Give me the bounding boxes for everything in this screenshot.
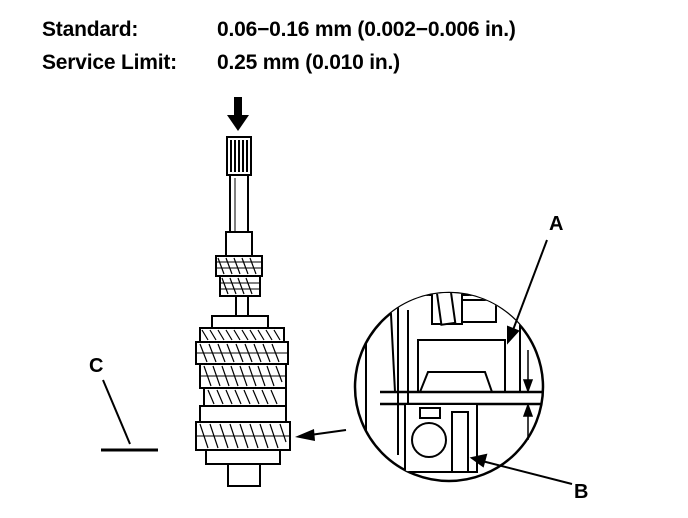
gear-teeth-hatching bbox=[199, 257, 287, 449]
leader-b bbox=[469, 453, 573, 485]
clearance-dimension bbox=[522, 350, 534, 440]
leader-a bbox=[507, 239, 548, 345]
detail-pointer-arrow bbox=[295, 429, 347, 441]
force-arrow bbox=[227, 97, 249, 131]
leader-c bbox=[101, 379, 158, 452]
detail-view bbox=[353, 291, 545, 483]
service-limit-value: 0.25 mm (0.010 in.) bbox=[217, 51, 400, 74]
standard-label: Standard: bbox=[42, 18, 139, 41]
service-limit-label: Service Limit: bbox=[42, 51, 177, 74]
shaft-assembly bbox=[195, 136, 291, 487]
callout-b: B bbox=[574, 481, 589, 503]
standard-value: 0.06−0.16 mm (0.002−0.006 in.) bbox=[217, 18, 516, 41]
callout-c: C bbox=[89, 355, 104, 377]
callout-a: A bbox=[549, 213, 564, 235]
